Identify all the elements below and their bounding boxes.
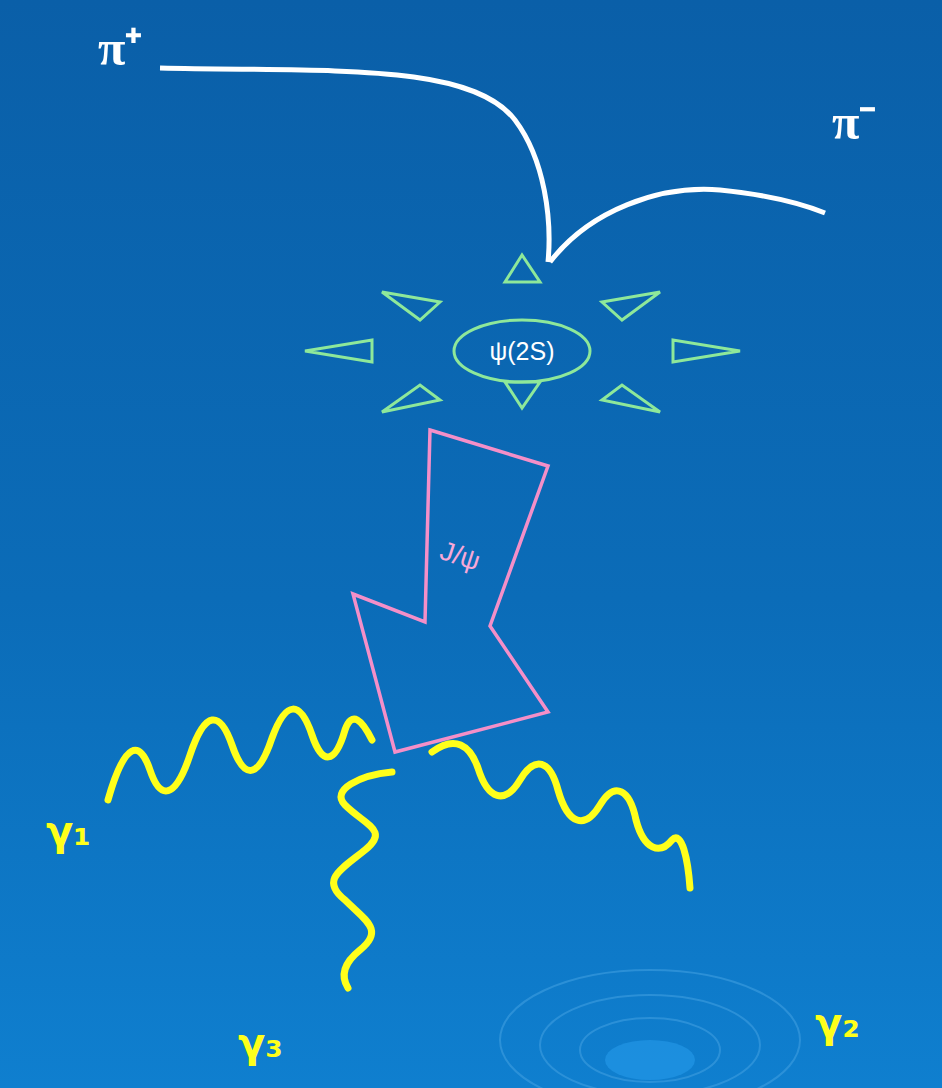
pion-label: π⁺ [98, 12, 142, 80]
particle-name: ψ(2S) [452, 337, 592, 366]
photon-label: γ₃ [238, 1020, 283, 1066]
decay-ellipse: ψ(2S) [452, 318, 592, 384]
arrow-outline [350, 428, 552, 756]
pion-label: π⁻ [832, 86, 876, 154]
photon-label: γ₂ [815, 1000, 860, 1046]
pion-track [160, 68, 549, 262]
arrow-shape [353, 430, 548, 752]
photon-label: γ₁ [46, 808, 91, 854]
burst-triangles [305, 255, 740, 412]
pion-track [550, 189, 825, 262]
ripple [500, 970, 800, 1088]
decay-arrow: J/ψ [350, 428, 552, 756]
particle-name: J/ψ [436, 535, 484, 577]
ripple-center [605, 1040, 695, 1080]
